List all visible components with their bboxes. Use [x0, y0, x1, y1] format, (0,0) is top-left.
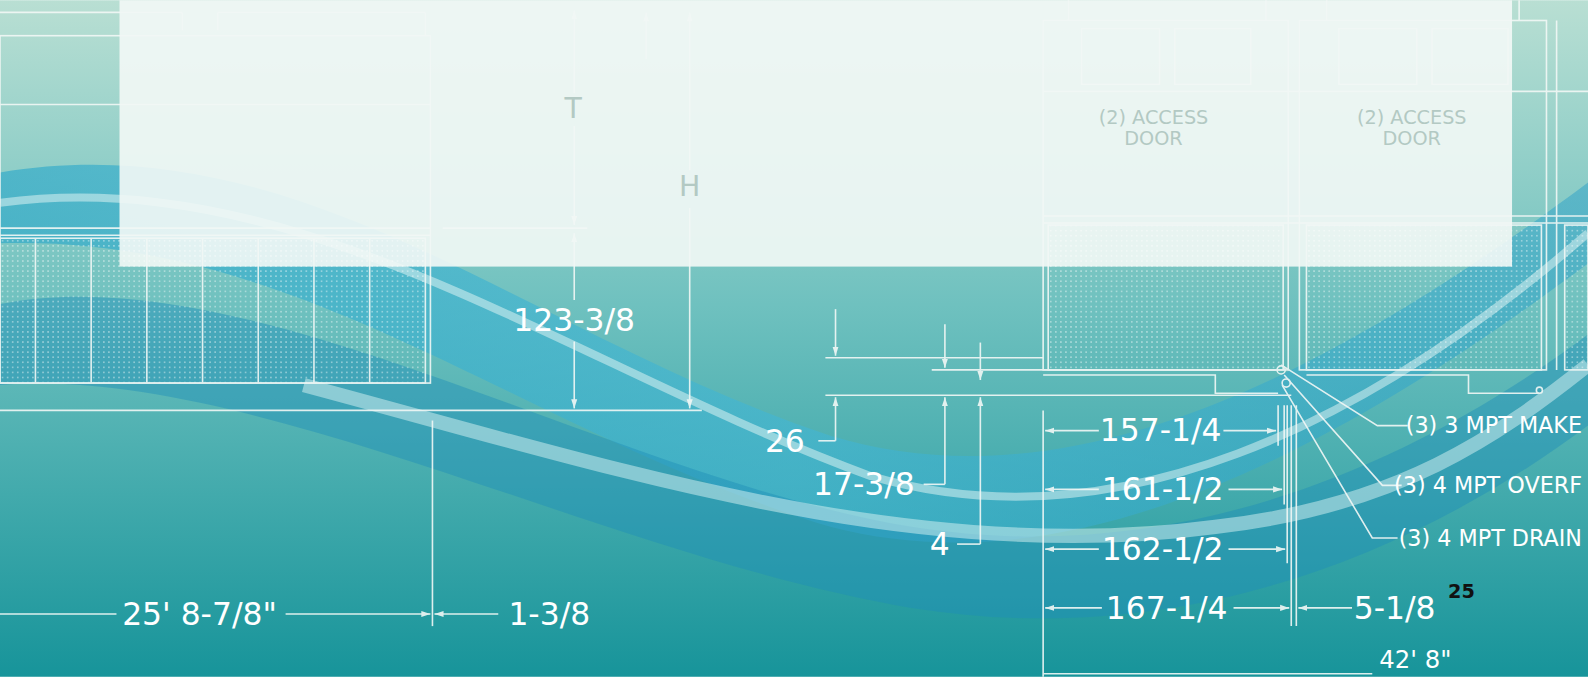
- dimension-value: 17-3/8: [813, 467, 915, 502]
- dimension-letter: T: [565, 94, 582, 125]
- dimension-value: 161-1/2: [1102, 472, 1224, 507]
- connection-label: (3) 3 MPT MAKE: [1406, 413, 1582, 438]
- page-number: 25: [1448, 582, 1475, 603]
- dimension-value: 42' 8": [1379, 646, 1451, 673]
- dimension-value: 162-1/2: [1102, 532, 1224, 567]
- dimension-value: 123-3/8: [513, 303, 635, 338]
- dimension-value: 157-1/4: [1100, 413, 1222, 448]
- dimension-value: 5-1/8: [1354, 590, 1436, 625]
- dimension-value: 25' 8-7/8": [122, 596, 277, 631]
- dimension-value: 167-1/4: [1106, 590, 1228, 625]
- connection-label: (3) 4 MPT OVERF: [1394, 473, 1582, 498]
- dimension-value: 4: [930, 527, 950, 562]
- dimension-letter: H: [679, 172, 700, 203]
- connection-label: (3) 4 MPT DRAIN: [1399, 526, 1582, 551]
- dimension-value: 26: [765, 423, 805, 458]
- part-label: (2) ACCESS DOOR: [1088, 106, 1220, 148]
- part-label: (2) ACCESS DOOR: [1346, 106, 1478, 148]
- dimension-value: 1-3/8: [508, 596, 590, 631]
